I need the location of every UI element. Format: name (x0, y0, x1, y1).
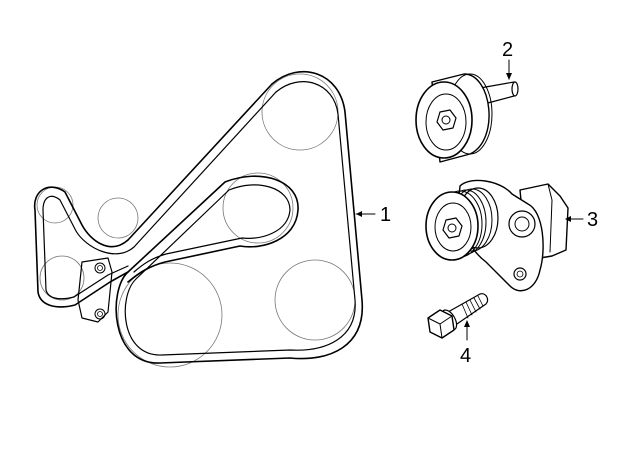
tensioner-boss-inner (514, 216, 530, 232)
left-belt-outer (33, 83, 273, 308)
callout-1-arrowhead (356, 211, 362, 217)
bolt-head-edge (427, 315, 453, 339)
idler-center-hex-icon (436, 109, 457, 131)
mid-pulley-outline (222, 172, 294, 244)
callout-1: 1 (355, 204, 391, 226)
bolt-shank (447, 293, 489, 327)
belt-assembly[interactable] (33, 70, 363, 368)
callout-3-label: 3 (587, 209, 598, 231)
tensioner-center-hex-icon (442, 217, 463, 239)
tensioner-pulley-inner (434, 202, 472, 252)
small-idler-circle (97, 197, 139, 239)
left-bottom-pulley-outline (39, 255, 85, 301)
bracket-plate (77, 257, 113, 323)
bolt-threads (461, 295, 484, 319)
bracket-hole-top (94, 262, 106, 274)
callout-2: 2 (502, 39, 513, 80)
bracket-hole-bottom-inner (97, 311, 103, 317)
idler-center-dot (441, 115, 451, 125)
crank-pulley-outline (117, 262, 223, 368)
upper-pulley-outline (261, 73, 339, 151)
callout-2-arrowhead (506, 73, 512, 80)
main-belt-outer (115, 70, 363, 364)
tensioner-center-dot (447, 223, 457, 233)
bracket-hole-bottom (94, 308, 106, 320)
callout-4-arrowhead (464, 320, 470, 327)
tensioner-rear-block-edge (547, 183, 553, 253)
callout-1-label: 1 (380, 204, 391, 226)
tensioner-mount-hole-inner (516, 270, 524, 278)
callout-4: 4 (460, 320, 471, 367)
idler-pulley-part[interactable] (415, 73, 519, 163)
bolt-part[interactable] (427, 293, 489, 339)
tensioner-mount-hole (513, 267, 527, 281)
bolt-hex-head (427, 309, 455, 339)
idler-front-inner (425, 93, 467, 151)
bracket-hole-top-inner (97, 265, 103, 271)
callout-2-label: 2 (502, 39, 513, 61)
callout-3: 3 (565, 209, 598, 231)
tensioner-part[interactable] (425, 179, 569, 292)
right-pulley-outline (274, 259, 356, 341)
tensioner-boss (508, 210, 536, 238)
callout-3-arrowhead (565, 216, 571, 222)
main-belt-inner (124, 81, 356, 356)
left-top-pulley-outline (36, 186, 74, 224)
idler-shaft-end (511, 81, 519, 97)
left-belt-inner (42, 91, 277, 300)
callout-4-label: 4 (460, 345, 471, 367)
